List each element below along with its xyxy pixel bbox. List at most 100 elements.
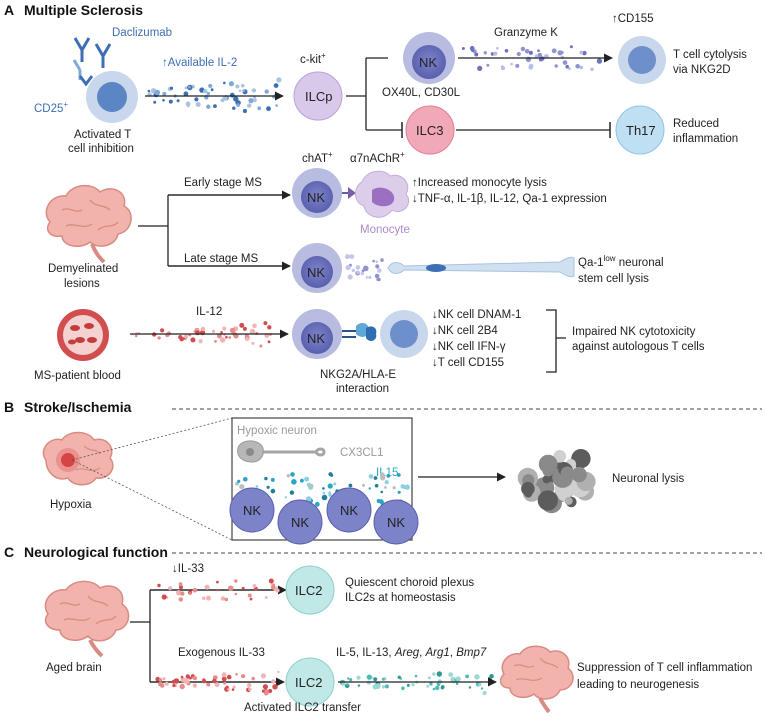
particle <box>154 89 161 96</box>
particle <box>255 485 259 488</box>
zoom-lines <box>71 417 233 541</box>
nk-label-b3: NK <box>340 503 358 518</box>
particle <box>212 678 217 684</box>
exogenous-label: Exogenous IL-33 <box>178 647 265 659</box>
neuronal-debris-icon <box>517 449 596 514</box>
particle <box>252 584 257 588</box>
particle <box>380 490 384 494</box>
particle <box>221 672 227 678</box>
particle <box>414 674 418 678</box>
particle <box>210 88 214 92</box>
autologous-t-cell <box>380 310 428 358</box>
particle <box>220 596 226 601</box>
particle <box>229 92 235 98</box>
particle <box>228 336 232 339</box>
particle <box>365 276 369 279</box>
particle <box>178 597 183 602</box>
neurogenesis-brain-icon <box>499 645 574 714</box>
particle <box>271 585 275 590</box>
particle <box>349 678 353 682</box>
late-label: Late stage MS <box>184 253 258 265</box>
particle <box>183 91 189 97</box>
particle <box>194 97 199 102</box>
impaired-label-1: Impaired NK cytotoxicity <box>572 326 696 338</box>
particle <box>322 487 325 490</box>
particle <box>273 83 279 88</box>
2b4-label: ↓NK cell 2B4 <box>432 325 498 337</box>
particle <box>309 483 314 489</box>
particle <box>483 51 487 55</box>
particle <box>289 490 295 495</box>
particle <box>178 582 183 586</box>
particle <box>284 496 287 499</box>
particle <box>455 682 459 686</box>
particle <box>251 676 255 681</box>
particle <box>469 46 475 51</box>
particle <box>314 501 320 507</box>
particle <box>252 98 257 103</box>
suppression-label-1: Suppression of T cell inflammation <box>577 662 752 674</box>
ilcp-cell <box>293 71 343 121</box>
particle <box>277 670 280 674</box>
particle <box>328 472 333 477</box>
particle <box>372 684 378 690</box>
hypoxic-neuron-icon <box>237 440 326 463</box>
particle <box>228 585 234 591</box>
cytolysis-label-1: T cell cytolysis <box>673 49 747 61</box>
blood-vessel-icon <box>57 309 109 361</box>
particle <box>266 106 271 112</box>
particle <box>147 89 151 93</box>
ckit-label: c-kit+ <box>300 51 326 66</box>
cx3cl1-label: CX3CL1 <box>340 447 383 459</box>
daclizumab-label: Daclizumab <box>112 27 172 39</box>
particle <box>183 678 190 684</box>
particle <box>448 672 454 677</box>
particle <box>304 476 310 482</box>
particle <box>493 51 498 56</box>
particle <box>168 99 173 104</box>
particle <box>268 688 273 694</box>
particle <box>202 679 207 684</box>
particle <box>179 585 183 590</box>
particle <box>333 482 337 486</box>
nkg2a-label-1: NKG2A/HLA-E <box>320 369 396 381</box>
ilcp-branch <box>346 57 402 131</box>
particle <box>225 685 229 689</box>
ilc2-label-quiescent: ILC2 <box>295 583 322 598</box>
particle <box>208 83 213 88</box>
particle <box>220 337 226 343</box>
particle <box>276 77 282 83</box>
particle <box>206 682 211 687</box>
particle <box>264 89 269 94</box>
particle <box>184 86 188 90</box>
particle <box>528 50 533 55</box>
particle <box>590 67 594 72</box>
particle <box>206 104 211 109</box>
th17-label: Th17 <box>626 123 656 138</box>
debris-fragment <box>564 496 573 505</box>
particle <box>214 340 217 343</box>
particle <box>368 474 374 479</box>
particle <box>368 487 371 490</box>
particle <box>375 260 379 264</box>
effects-bracket <box>546 309 566 373</box>
nk-cells-cluster <box>229 487 419 545</box>
particle <box>173 678 180 684</box>
particle <box>373 677 378 682</box>
particle <box>524 49 530 54</box>
dnam-label: ↓NK cell DNAM-1 <box>432 309 521 321</box>
particle <box>305 496 312 502</box>
cytolysis-label-2: via NKG2D <box>673 64 731 76</box>
particle <box>381 685 385 689</box>
particle <box>504 49 509 53</box>
particle <box>245 337 250 341</box>
particle <box>380 475 386 481</box>
particle <box>474 52 479 57</box>
ilc2-label-activated: ILC2 <box>295 675 322 690</box>
tnf-label: ↓TNF-α, IL-1β, IL-12, Qa-1 expression <box>412 193 607 205</box>
particle <box>228 81 234 87</box>
debris-fragment <box>560 466 574 480</box>
particle <box>180 591 185 596</box>
available-il2-label: ↑Available IL-2 <box>162 57 237 69</box>
particle <box>372 259 375 263</box>
